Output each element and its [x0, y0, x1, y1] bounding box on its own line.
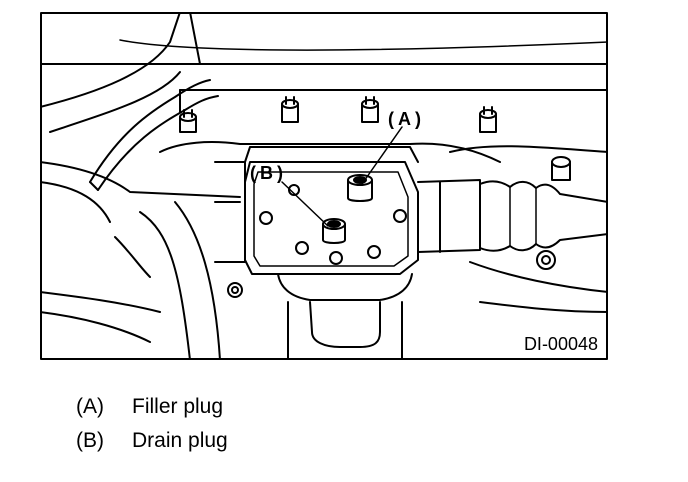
mount-stud: [361, 96, 379, 123]
mount-stud: [281, 96, 299, 123]
cover-bolt: [295, 241, 309, 255]
legend-key: (A): [76, 395, 104, 418]
cover-bolt: [259, 211, 273, 225]
leader-line-a: [361, 126, 403, 185]
legend-description: Filler plug: [132, 395, 224, 418]
figure-id-label: DI-00048: [524, 334, 598, 354]
cover-bolt: [393, 209, 407, 223]
left-nut: [227, 282, 243, 298]
drain-plug: [322, 223, 346, 244]
legend-key: (B): [76, 429, 104, 452]
left-bracket: [40, 12, 181, 108]
cover-bolt: [329, 251, 343, 265]
legend-description: Drain plug: [132, 429, 228, 452]
pipe-lower-left: [139, 211, 191, 360]
cover-bolt: [288, 184, 300, 196]
callout-b-label: (B): [250, 163, 287, 183]
mount-stud: [179, 109, 197, 133]
leader-line-b: [281, 181, 329, 227]
diff-carrier-top: [159, 141, 501, 163]
callout-a-label: (A): [388, 109, 425, 129]
diagram-figure: (A) (B) DI-00048: [40, 12, 608, 360]
lower-pan: [277, 273, 413, 301]
right-axle-housing: [417, 179, 481, 253]
hub-bolt: [536, 250, 556, 270]
diff-rear-cover: [244, 161, 419, 275]
filler-plug: [347, 179, 373, 202]
mount-stud: [551, 156, 571, 181]
pipe-upper: [89, 79, 211, 183]
differential-drawing: (A) (B) DI-00048: [40, 12, 608, 360]
cover-bolt: [367, 245, 381, 259]
mount-stud: [479, 106, 497, 133]
figure-frame: [40, 12, 608, 360]
cv-boot: [479, 180, 608, 203]
